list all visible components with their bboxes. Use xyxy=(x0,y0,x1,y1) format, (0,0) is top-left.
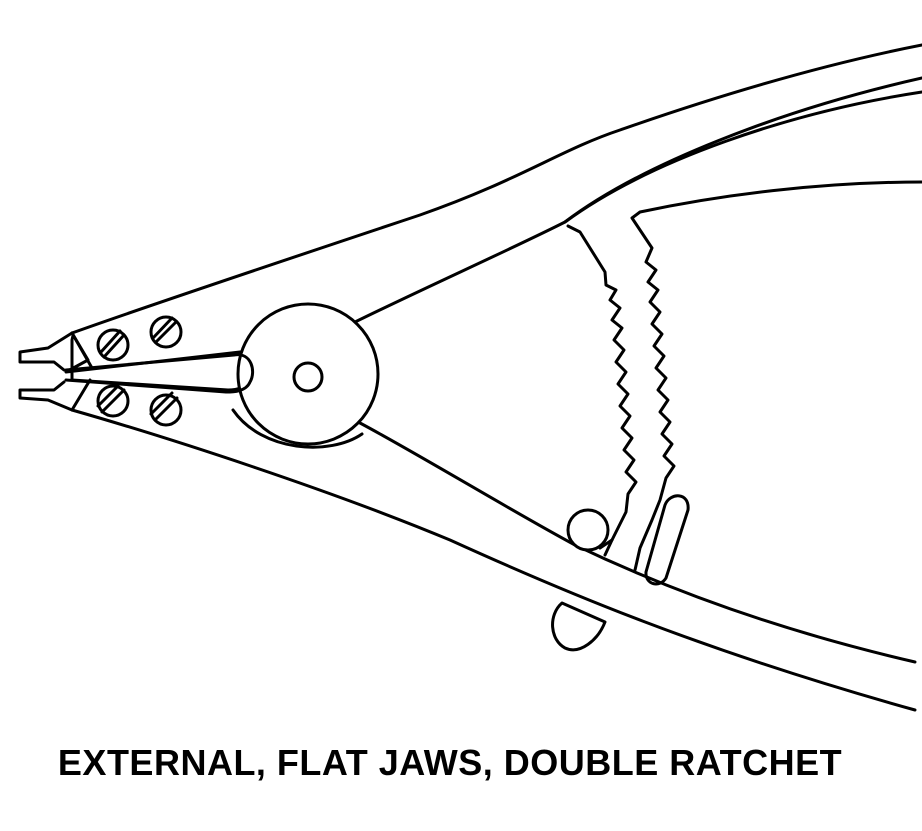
jaw-tip-separator-top xyxy=(70,331,94,370)
upper-handle-inner-edge-2 xyxy=(563,90,922,224)
upper-jaw-taper xyxy=(64,353,255,394)
ratchet-release-tab xyxy=(644,494,690,586)
figure-caption: EXTERNAL, FLAT JAWS, DOUBLE RATCHET xyxy=(57,742,843,783)
lower-jaw-tip xyxy=(18,380,74,412)
ratchet-knob xyxy=(566,508,610,552)
lower-handle-tab xyxy=(551,601,607,652)
lower-handle-lower-edge xyxy=(70,408,917,712)
jaw-tip-separator-bottom xyxy=(70,378,92,412)
lower-handle-upper-edge xyxy=(358,421,917,664)
inner-ratchet-arm xyxy=(630,180,922,572)
screw-lower-left xyxy=(96,384,130,418)
screw-upper-left xyxy=(96,328,130,362)
outer-ratchet-arm xyxy=(566,224,638,557)
pivot-hole xyxy=(292,361,324,393)
upper-handle-inner-edge xyxy=(353,76,922,324)
screw-upper-right xyxy=(149,315,183,349)
pivot-arc xyxy=(231,408,364,449)
upper-handle-outer-edge xyxy=(70,43,922,335)
upper-jaw-tip xyxy=(18,331,74,372)
screw-lower-right xyxy=(149,391,183,427)
